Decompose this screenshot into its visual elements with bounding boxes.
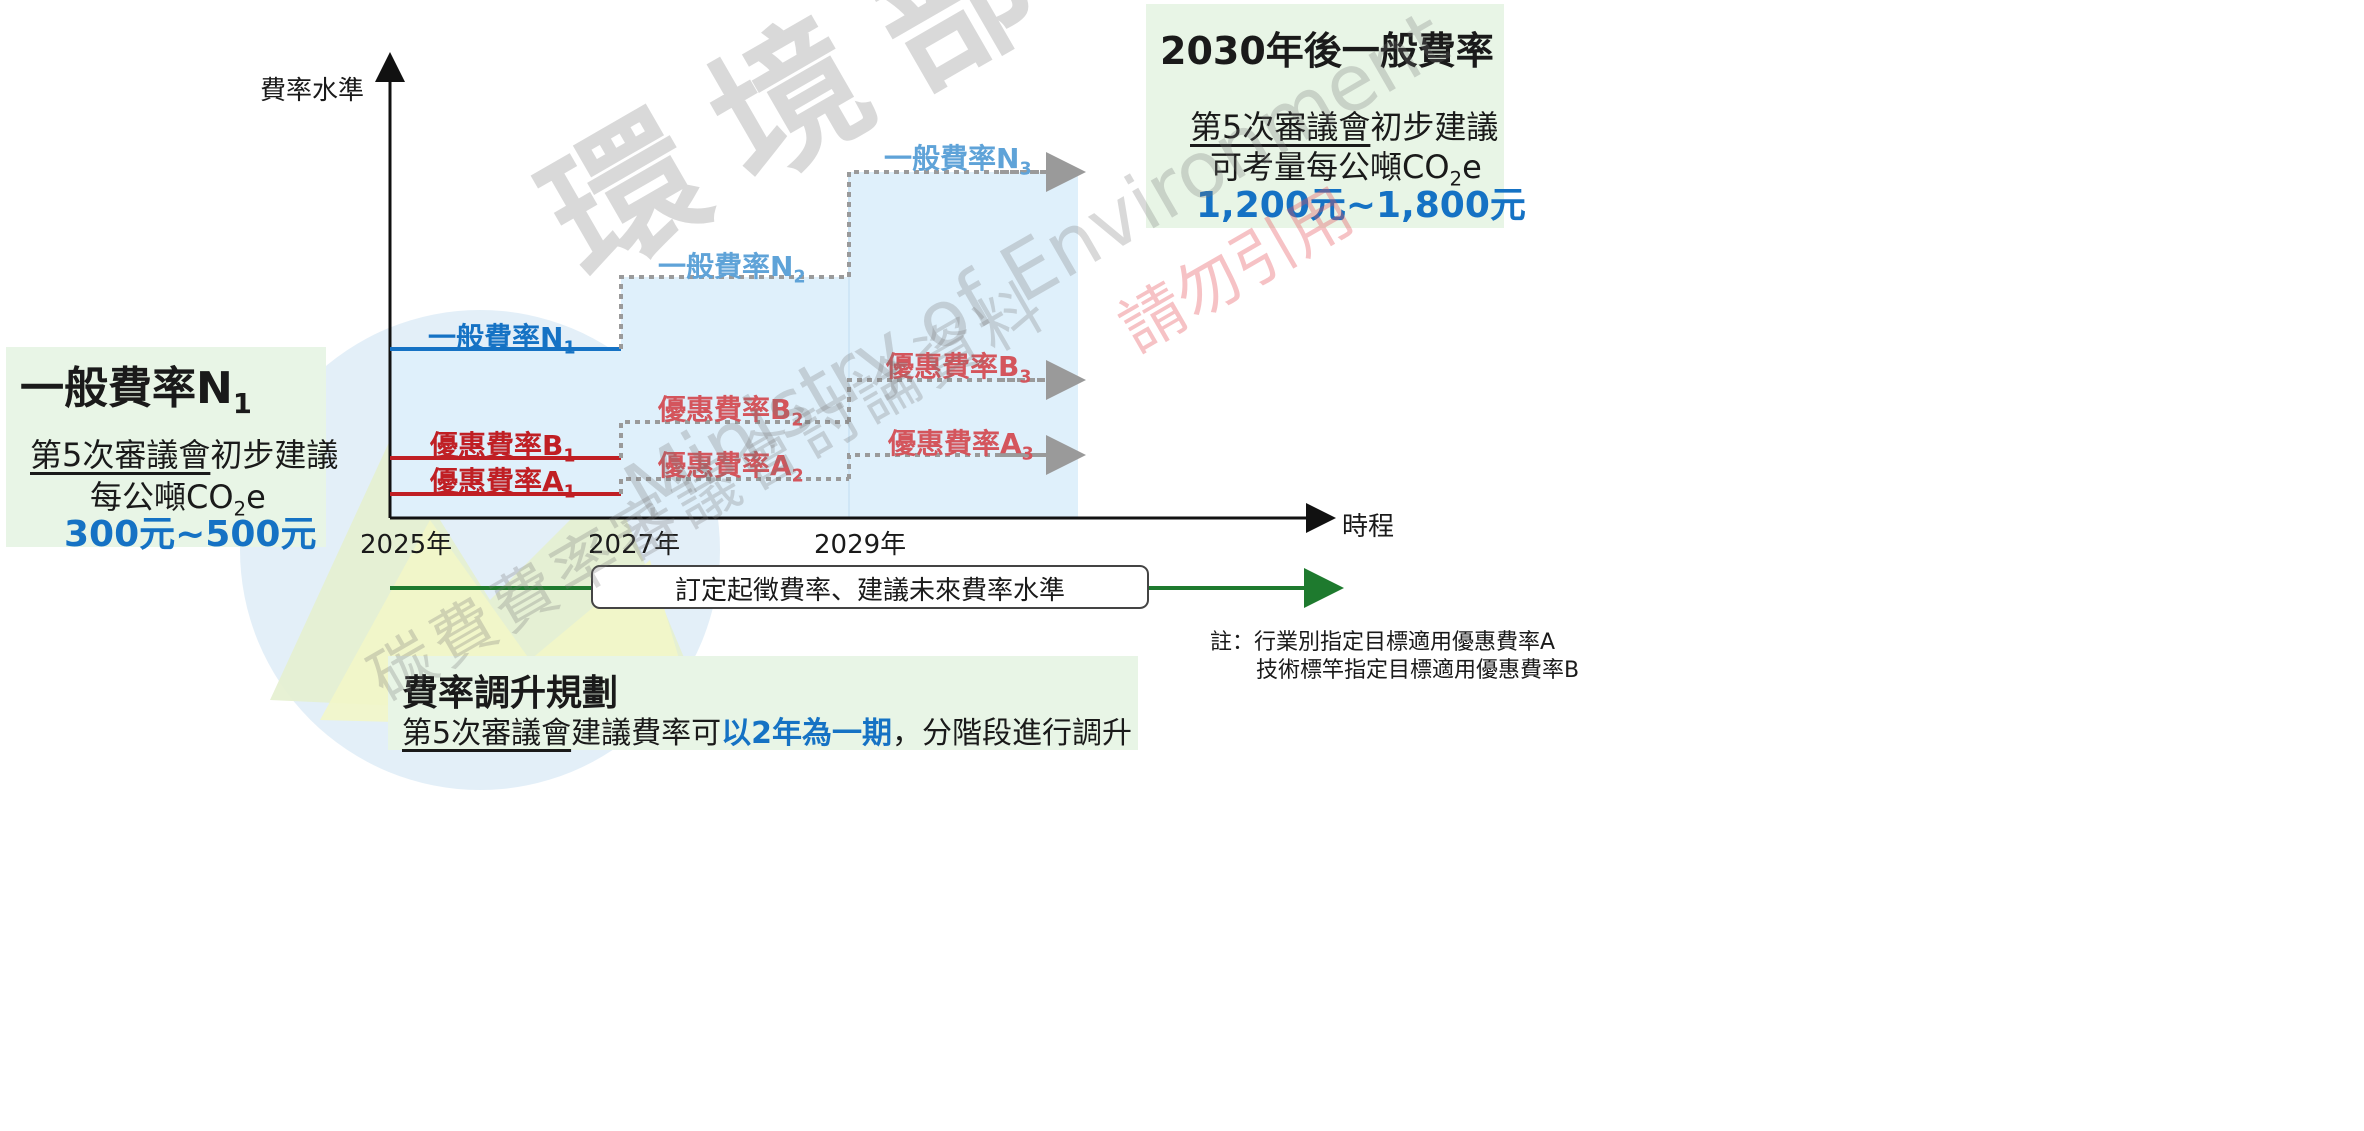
bottom-box-line-b: ，分階段進行調升 xyxy=(891,716,1132,751)
bottom-box-line-bold: 以2年為一期 xyxy=(721,716,892,751)
right-box-line1-underlined: 第5次審議會 xyxy=(1190,108,1371,146)
left-box-line1: 第5次審議會初步建議 xyxy=(30,430,338,476)
label-a3-text: 優惠費率A xyxy=(888,427,1022,460)
right-box-line1: 第5次審議會初步建議 xyxy=(1190,102,1498,148)
label-b1-text: 優惠費率B xyxy=(430,429,564,462)
n3-step xyxy=(847,170,1078,277)
left-box-line2: 每公噸CO2e xyxy=(90,472,266,520)
label-b3-sub: 3 xyxy=(1019,367,1032,388)
rate-area xyxy=(390,172,1078,518)
left-box-line2-sub: 2 xyxy=(233,497,247,521)
a3-step xyxy=(847,453,1078,479)
label-a3-sub: 3 xyxy=(1021,444,1034,465)
label-b2-text: 優惠費率B xyxy=(658,393,792,426)
n2-step xyxy=(619,275,849,349)
x-tick-2027: 2027年 xyxy=(588,530,681,560)
label-n1: 一般費率N1 xyxy=(428,316,576,359)
label-a1-sub: 1 xyxy=(563,482,576,503)
left-box-line1-underlined: 第5次審議會 xyxy=(30,436,211,474)
label-n3: 一般費率N3 xyxy=(884,137,1032,180)
bottom-box-line: 第5次審議會建議費率可以2年為一期，分階段進行調升 xyxy=(402,708,1132,752)
label-b3-text: 優惠費率B xyxy=(886,350,1020,383)
left-box-title-sub: 1 xyxy=(232,388,252,420)
x-axis-label: 時程 xyxy=(1342,512,1395,542)
a2-step xyxy=(619,477,849,494)
x-tick-2029: 2029年 xyxy=(814,530,907,560)
label-b1-sub: 1 xyxy=(563,446,576,467)
left-box-range: 300元~500元 xyxy=(64,514,317,555)
bottom-box-line-underlined: 第5次審議會 xyxy=(402,716,572,751)
label-n1-sub: 1 xyxy=(563,338,576,359)
right-box-line1-rest: 初步建議 xyxy=(1370,108,1499,146)
label-a2: 優惠費率A2 xyxy=(658,444,804,487)
left-box-title: 一般費率N1 xyxy=(20,352,252,420)
note-line2: 技術標竿指定目標適用優惠費率B xyxy=(1256,658,1580,683)
x-tick-2025: 2025年 xyxy=(360,530,453,560)
left-box-line1-rest: 初步建議 xyxy=(210,436,339,474)
label-a1: 優惠費率A1 xyxy=(430,460,576,503)
timeline-box xyxy=(591,565,1149,609)
note-line1: 註：行業別指定目標適用優惠費率A xyxy=(1210,630,1556,655)
label-n2-sub: 2 xyxy=(793,267,806,288)
right-box-line2: 可考量每公噸CO2e xyxy=(1210,142,1482,190)
label-b2-sub: 2 xyxy=(791,410,804,431)
label-n3-text: 一般費率N xyxy=(884,142,1020,175)
left-info-box xyxy=(6,347,326,547)
right-box-line2-b: e xyxy=(1462,148,1482,186)
bottom-box-line-a: 建議費率可 xyxy=(571,716,722,751)
label-a2-sub: 2 xyxy=(791,466,804,487)
label-a2-text: 優惠費率A xyxy=(658,449,792,482)
label-b2: 優惠費率B2 xyxy=(658,388,803,431)
label-n2-text: 一般費率N xyxy=(658,250,794,283)
left-box-line2-a: 每公噸CO xyxy=(90,478,234,516)
bottom-info-box xyxy=(388,656,1138,750)
label-n3-sub: 3 xyxy=(1019,159,1032,180)
bottom-box-title: 費率調升規劃 xyxy=(402,673,619,714)
y-axis-label: 費率水準 xyxy=(260,76,365,106)
right-box-line2-sub: 2 xyxy=(1449,167,1463,191)
label-n2: 一般費率N2 xyxy=(658,245,806,288)
right-box-range: 1,200元~1,800元 xyxy=(1196,185,1526,226)
timeline-label: 訂定起徵費率、建議未來費率水準 xyxy=(674,576,1065,606)
label-n1-text: 一般費率N xyxy=(428,321,564,354)
right-box-title: 2030年後一般費率 xyxy=(1160,29,1494,73)
right-info-box xyxy=(1146,4,1504,228)
left-box-line2-b: e xyxy=(246,478,266,516)
left-box-title-text: 一般費率N xyxy=(20,363,233,414)
right-box-line2-a: 可考量每公噸CO xyxy=(1210,148,1450,186)
label-b1: 優惠費率B1 xyxy=(430,424,575,467)
label-a3: 優惠費率A3 xyxy=(888,422,1034,465)
label-b3: 優惠費率B3 xyxy=(886,345,1031,388)
b2-step xyxy=(619,420,849,458)
label-a1-text: 優惠費率A xyxy=(430,465,564,498)
